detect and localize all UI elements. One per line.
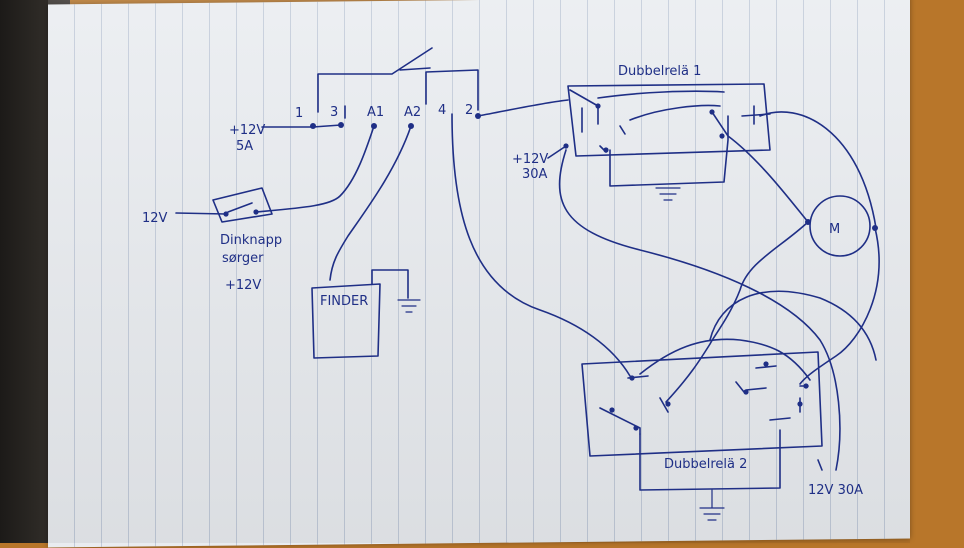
button-input-label: 12V [142,211,168,226]
relay2-internal-crossover-wire [639,338,811,381]
main-relay-switch [317,47,479,119]
relay2-supply-label: 12V 30A [808,483,863,498]
terminal4-to-relay2-wire [451,113,631,377]
relay-crossover-return-wire [709,290,877,361]
button-to-a1-wire [255,125,375,213]
motor-to-relay2-wire [665,221,809,403]
main-relay-terminals: 1 3 A1 A2 4 2 [295,103,473,121]
relay1-supply-wire [547,145,567,159]
finder-relay: FINDER [311,269,421,359]
relay1-to-relay2-supply-wire [558,149,841,471]
relay2-supply-wire [817,459,823,471]
relay1-supply-current-label: 30A [522,167,548,182]
motor-right-to-relay2-wire [799,227,880,385]
finder-label: FINDER [320,294,368,309]
a2-to-finder-wire [329,125,412,281]
push-button-switch [212,187,273,223]
relay1-supply-voltage-label: +12V [512,152,548,167]
motor-label: M [829,222,840,237]
terminal-1-dot [310,123,316,129]
terminal-4-label: 4 [438,103,446,118]
terminal-2-label: 2 [465,103,473,118]
supply-5a-wire [261,124,342,128]
terminal-a2-label: A2 [404,105,421,120]
button-desc-label: sørger [222,251,264,266]
relay1-title: Dubbelrelä 1 [618,64,701,79]
double-relay-1: Dubbelrelä 1 [563,64,771,201]
relay1-to-motor-left-wire [727,135,809,223]
supply-5a-voltage-label: +12V [229,123,265,138]
relay2-title: Dubbelrelä 2 [664,457,747,472]
terminal2-to-relay1-wire [477,99,569,117]
motor: M [805,195,878,257]
supply-5a-current-label: 5A [236,139,253,154]
terminal-1-label: 1 [295,106,303,121]
terminal-a1-label: A1 [367,105,384,120]
double-relay-2: Dubbelrelä 2 [581,351,823,521]
button-supply-label: +12V [225,278,261,293]
terminal-3-label: 3 [330,105,338,120]
button-name-label: Dinknapp [220,233,282,248]
relay1-to-motor-right-wire [759,111,877,229]
button-input-wire [175,212,227,215]
